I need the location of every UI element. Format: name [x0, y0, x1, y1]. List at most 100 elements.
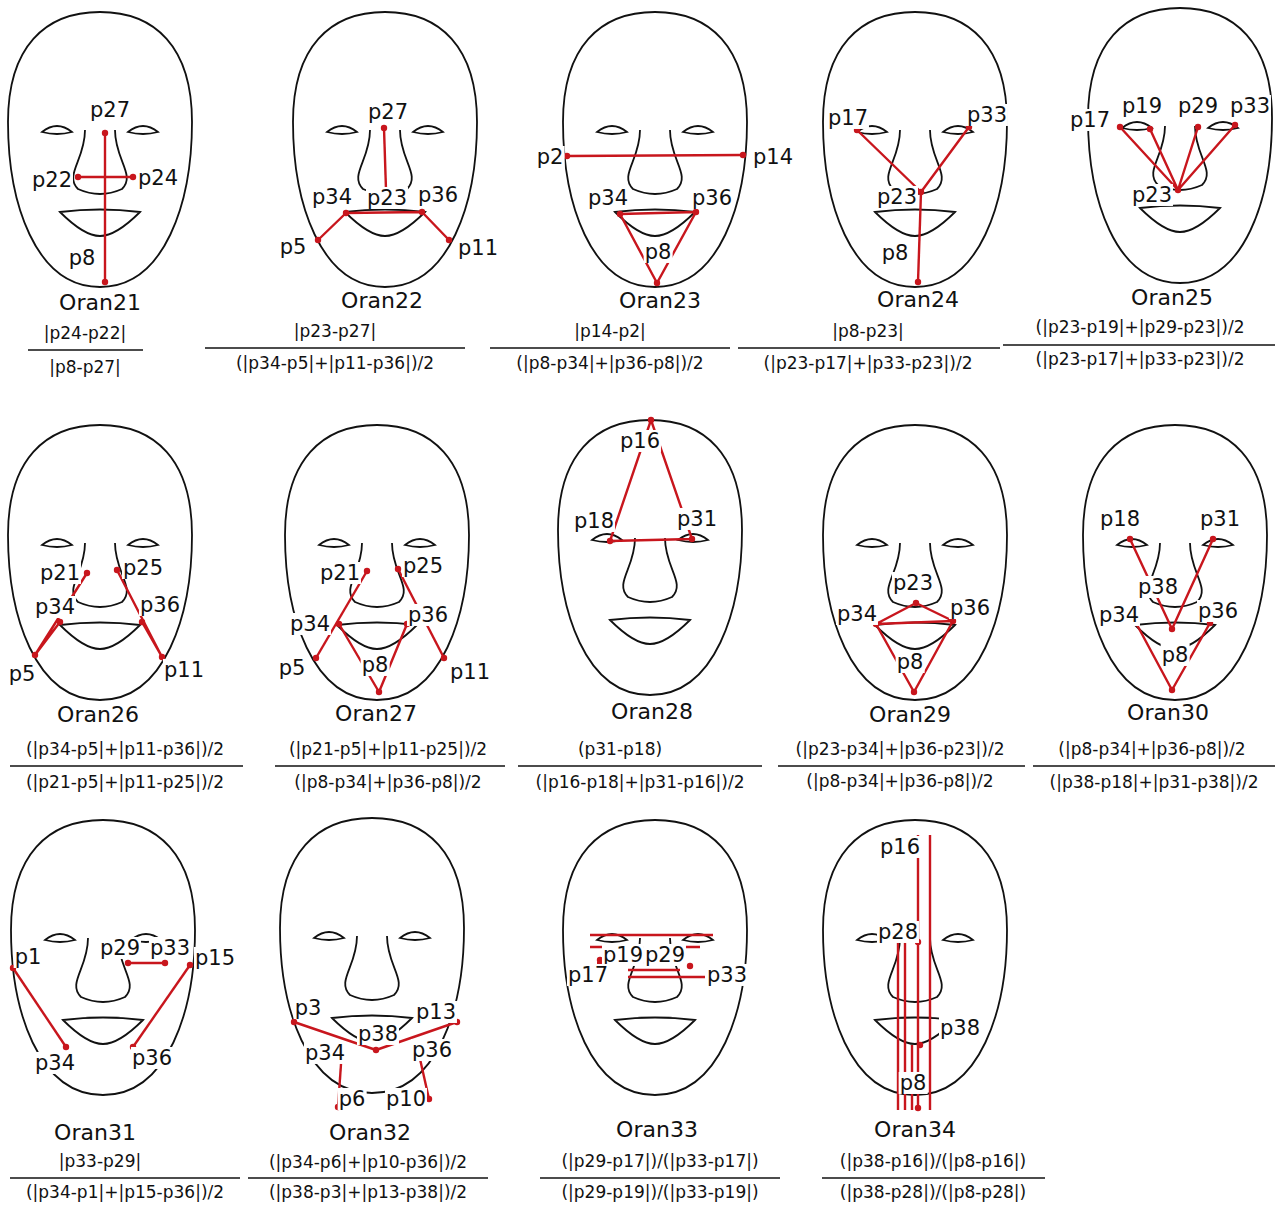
landmark-label: p27 — [367, 101, 409, 123]
landmark-label: p5 — [8, 663, 37, 685]
landmark-label: p34 — [289, 613, 331, 635]
landmark-label: p36 — [407, 604, 449, 626]
landmark-dot — [162, 960, 168, 966]
ratio-numerator: |p33-p29| — [59, 1153, 141, 1171]
face-outline — [8, 12, 192, 287]
ratio-denominator: (|p23-p17|+|p33-p23|)/2 — [1036, 351, 1245, 369]
mouth — [60, 623, 140, 650]
landmark-dot — [607, 538, 613, 544]
panel-title: Oran31 — [54, 1121, 136, 1144]
face-outline — [823, 820, 1007, 1095]
landmark-label: p36 — [139, 594, 181, 616]
ratio-numerator: (|p34-p5|+|p11-p36|)/2 — [26, 741, 224, 759]
landmark-label: p38 — [1137, 576, 1179, 598]
fraction-bar — [822, 1177, 1045, 1179]
landmark-label: p17 — [827, 107, 869, 129]
ratio-denominator: (|p8-p34|+|p36-p8|)/2 — [806, 773, 993, 791]
landmark-label: p17 — [1069, 109, 1111, 131]
landmark-label: p13 — [415, 1001, 457, 1023]
landmark-dot — [63, 1044, 69, 1050]
landmark-label: p34 — [311, 186, 353, 208]
nose — [73, 130, 127, 194]
eye — [683, 126, 713, 134]
measurement-line — [104, 133, 106, 282]
mouth — [1140, 206, 1220, 233]
landmark-dot — [291, 1019, 297, 1025]
landmark-label: p27 — [89, 99, 131, 121]
ratio-denominator: (|p21-p5|+|p11-p25|)/2 — [26, 774, 224, 792]
ratio-numerator: |p14-p2| — [574, 323, 646, 341]
landmark-dot — [1147, 126, 1153, 132]
measurement-line — [918, 192, 921, 282]
ratio-numerator: |p8-p23| — [832, 323, 904, 341]
landmark-label: p8 — [68, 247, 97, 269]
ratio-denominator: (|p8-p34|+|p36-p8|)/2 — [294, 774, 481, 792]
ratio-denominator: (|p34-p5|+|p11-p36|)/2 — [236, 355, 434, 373]
ratio-denominator: (|p38-p3|+|p13-p38|)/2 — [269, 1184, 467, 1202]
landmark-label: p11 — [457, 237, 499, 259]
fraction-bar — [490, 347, 730, 349]
landmark-dot — [446, 237, 452, 243]
eye — [45, 934, 75, 942]
fraction-bar — [518, 765, 762, 767]
measurement-line — [78, 176, 133, 178]
landmark-dot — [1232, 122, 1238, 128]
landmark-dot — [130, 174, 136, 180]
landmark-dot — [343, 210, 349, 216]
eye — [857, 539, 887, 547]
landmark-label: p18 — [573, 510, 615, 532]
landmark-dot — [693, 209, 699, 215]
landmark-dot — [1175, 187, 1181, 193]
measurement-line — [857, 127, 969, 192]
fraction-bar — [540, 1177, 780, 1179]
landmark-label: p17 — [567, 964, 609, 986]
eye — [943, 539, 973, 547]
fraction-bar — [1033, 765, 1275, 767]
landmark-label: p23 — [876, 186, 918, 208]
ratio-numerator: (p31-p18) — [578, 741, 662, 759]
landmark-label: p8 — [899, 1072, 928, 1094]
fraction-bar — [10, 1177, 240, 1179]
fraction-bar — [738, 347, 1000, 349]
face-outline — [1088, 8, 1272, 283]
panel-title: Oran33 — [616, 1118, 698, 1141]
nose — [623, 538, 677, 602]
landmark-label: p31 — [676, 508, 718, 530]
face-outline — [1083, 425, 1267, 700]
fraction-bar — [205, 347, 465, 349]
landmark-label: p33 — [966, 104, 1008, 126]
landmark-label: p36 — [417, 184, 459, 206]
mouth — [63, 1018, 143, 1045]
ratio-numerator: (|p21-p5|+|p11-p25|)/2 — [289, 741, 487, 759]
eye — [1208, 122, 1238, 130]
landmark-dot — [75, 174, 81, 180]
landmark-dot — [315, 237, 321, 243]
landmark-label: p23 — [366, 187, 408, 209]
measurement-line — [1120, 127, 1178, 190]
landmark-label: p31 — [1199, 508, 1241, 530]
landmark-dot — [102, 279, 108, 285]
landmark-dot — [125, 960, 131, 966]
mouth — [615, 1018, 695, 1045]
landmark-dot — [364, 568, 370, 574]
landmark-dot — [648, 417, 654, 423]
ratio-numerator: (|p29-p17|)/(|p33-p17|) — [561, 1153, 758, 1171]
eye — [42, 539, 72, 547]
landmark-label: p22 — [31, 169, 73, 191]
landmark-label: p36 — [949, 597, 991, 619]
ratio-numerator: (|p38-p16|)/(|p8-p16|) — [840, 1153, 1026, 1171]
nose — [628, 130, 682, 194]
nose — [888, 543, 942, 607]
landmark-label: p8 — [644, 241, 673, 263]
panel-title: Oran34 — [874, 1118, 956, 1141]
landmark-label: p36 — [131, 1047, 173, 1069]
landmark-label: p19 — [1121, 95, 1163, 117]
ratio-numerator: |p23-p27| — [294, 323, 376, 341]
mouth — [610, 618, 690, 645]
fraction-bar — [275, 765, 505, 767]
landmark-label: p21 — [39, 562, 81, 584]
landmark-label: p10 — [385, 1088, 427, 1110]
ratio-denominator: (|p29-p19|)/(|p33-p19|) — [561, 1184, 758, 1202]
landmark-dot — [617, 211, 623, 217]
